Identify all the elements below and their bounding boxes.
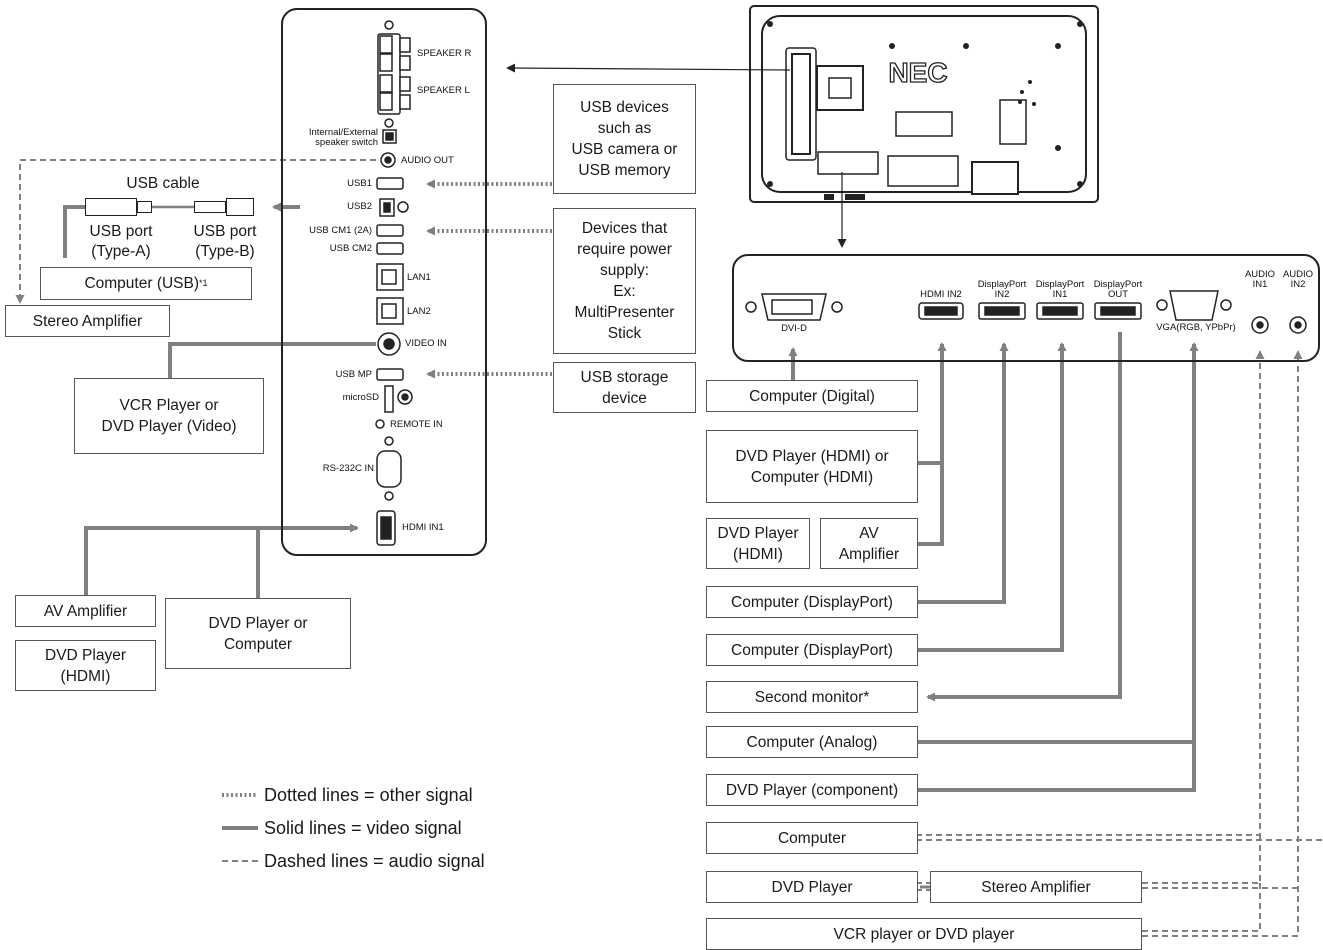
legend-solid: Solid lines = video signal: [264, 818, 462, 838]
usb-storage-box: USB storage device: [553, 362, 696, 413]
av-amplifier-left-box: AV Amplifier: [15, 595, 156, 627]
port-audio-out: AUDIO OUT: [401, 155, 454, 166]
left-panel-ports: [375, 20, 413, 546]
port-lan1: LAN1: [407, 272, 431, 283]
line-dp-in1: [916, 342, 1067, 652]
dvd-component-box: DVD Player (component): [706, 774, 918, 806]
computer-usb-note: *1: [199, 278, 208, 288]
rear-panel-right: [732, 254, 1320, 362]
port-dp-in2: DisplayPort IN2: [977, 279, 1027, 300]
usb-devices-box: USB devices such as USB camera or USB me…: [553, 84, 696, 194]
line-vcr-video: [168, 342, 376, 378]
port-usb1: USB1: [347, 178, 372, 189]
port-hdmi-in2: HDMI IN2: [920, 289, 962, 300]
port-microsd: microSD: [342, 392, 379, 403]
port-speaker-switch: Internal/External speaker switch: [308, 127, 378, 148]
dvd-player-hdmi-right-box: DVD Player (HDMI): [706, 518, 810, 569]
port-dp-in1: DisplayPort IN1: [1035, 279, 1085, 300]
computer-digital-box: Computer (Digital): [706, 380, 918, 412]
usb-cable-title: USB cable: [126, 175, 200, 192]
line-usb-cable: [63, 205, 85, 258]
dvd-player-hdmi-left-box: DVD Player (HDMI): [15, 640, 156, 691]
line-dp-in2: [916, 342, 1009, 604]
stereo-amplifier-right-box: Stereo Amplifier: [930, 871, 1142, 903]
port-audio-in2: AUDIO IN2: [1282, 269, 1314, 290]
port-usb-cm1: USB CM1 (2A): [309, 225, 372, 236]
port-dp-out: DisplayPort OUT: [1093, 279, 1143, 300]
line-vga-b: [916, 742, 1196, 792]
port-usb-cm2: USB CM2: [329, 243, 372, 254]
computer-usb-label: Computer (USB): [84, 275, 200, 292]
legend-samples: [222, 793, 258, 862]
av-amplifier-right-box: AV Amplifier: [820, 518, 918, 569]
dvd-or-computer-box: DVD Player or Computer: [165, 598, 351, 669]
line-hdmi1-left: [84, 523, 359, 600]
computer-usb-box: Computer (USB)*1: [40, 267, 252, 300]
line-hdmi2-b: [916, 463, 944, 546]
port-dvi-d: DVI-D: [781, 323, 807, 334]
port-usb2: USB2: [347, 201, 372, 212]
computer-dp-box-1: Computer (DisplayPort): [706, 586, 918, 618]
nec-logo: NEC: [888, 57, 947, 88]
computer-dp-box-2: Computer (DisplayPort): [706, 634, 918, 666]
audio-lines: [15, 159, 1322, 937]
port-hdmi-in1: HDMI IN1: [402, 522, 444, 533]
computer-analog-box: Computer (Analog): [706, 726, 918, 758]
legend-dotted: Dotted lines = other signal: [264, 785, 473, 805]
video-lines: [63, 202, 1199, 889]
monitor-pointer-lines: [506, 63, 847, 248]
port-vga: VGA(RGB, YPbPr): [1156, 322, 1236, 333]
second-monitor-box: Second monitor*: [706, 681, 918, 713]
usb-type-a-plug: [137, 201, 152, 213]
usb-type-a-connector: [85, 198, 137, 216]
usb-type-b-plug: [194, 201, 226, 213]
monitor-rear-view: NEC: [749, 5, 1099, 203]
legend-dashed: Dashed lines = audio signal: [264, 851, 485, 871]
port-remote-in: REMOTE IN: [390, 419, 443, 430]
power-devices-box: Devices that require power supply: Ex: M…: [553, 208, 696, 354]
port-lan2: LAN2: [407, 306, 431, 317]
vcr-or-dvd-box: VCR player or DVD player: [706, 918, 1142, 950]
port-speaker-r: SPEAKER R: [417, 48, 472, 59]
dvd-player-audio-box: DVD Player: [706, 871, 918, 903]
port-speaker-l: SPEAKER L: [417, 85, 470, 96]
vcr-player-box: VCR Player or DVD Player (Video): [74, 378, 264, 454]
line-audio-out: [15, 159, 376, 304]
line-vga-a: [916, 342, 1199, 744]
port-usb-mp: USB MP: [335, 369, 372, 380]
right-panel-ports: [745, 290, 1307, 334]
usb-type-a-label: USB port (Type-A): [89, 223, 153, 260]
line-dp-out: [926, 332, 1122, 702]
dvd-or-computer-hdmi-box: DVD Player (HDMI) or Computer (HDMI): [706, 430, 918, 503]
usb-type-b-label: USB port (Type-B): [193, 223, 257, 260]
stereo-amplifier-left-box: Stereo Amplifier: [5, 305, 170, 337]
port-rs232c: RS-232C IN: [322, 463, 374, 474]
port-audio-in1: AUDIO IN1: [1244, 269, 1276, 290]
usb-type-b-connector: [226, 198, 254, 216]
rear-panel-left: [281, 8, 487, 556]
computer-audio-box: Computer: [706, 822, 918, 854]
port-video-in: VIDEO IN: [405, 338, 447, 349]
